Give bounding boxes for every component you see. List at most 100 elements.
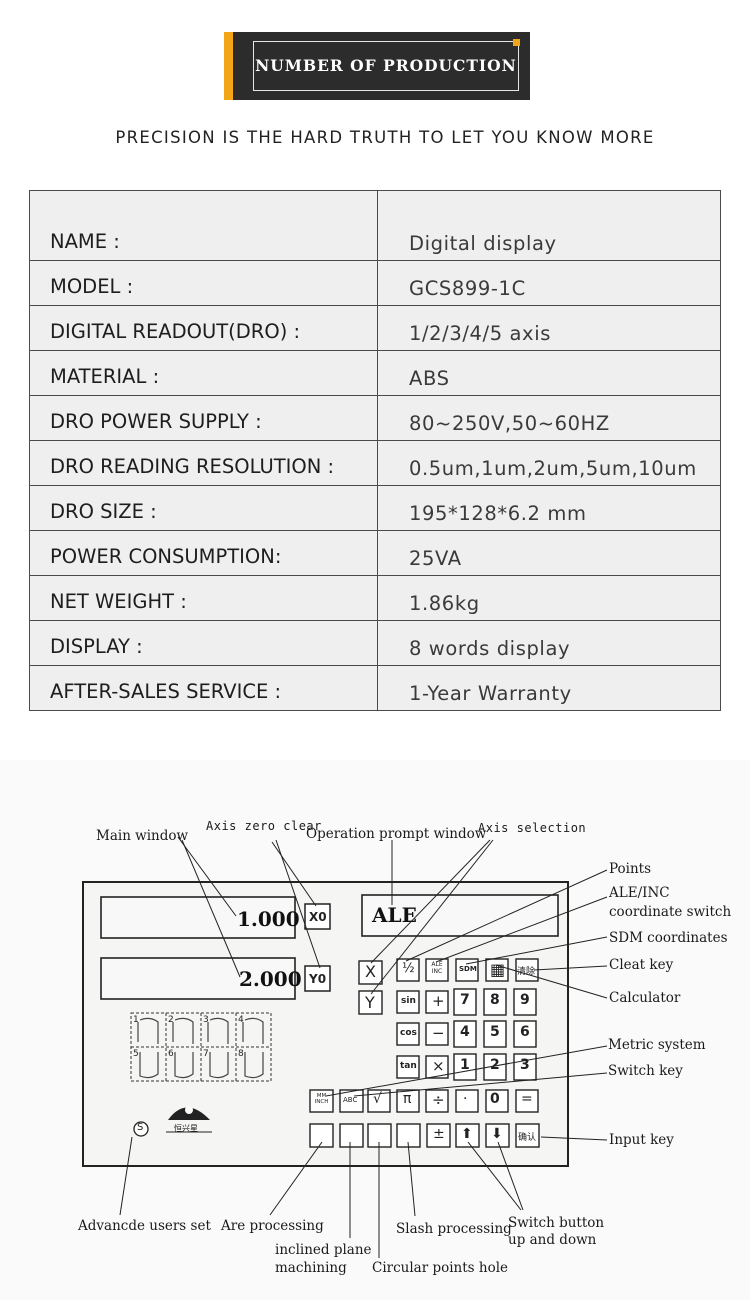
spec-key: DIGITAL READOUT(DRO) : (29, 305, 378, 351)
spec-key: NAME : (29, 190, 378, 261)
label-main-window: Main window (96, 828, 189, 844)
label-switch-button: Switch button (508, 1215, 605, 1231)
tan-key: tan (400, 1061, 417, 1071)
spec-value: Digital display (377, 190, 721, 261)
spec-value: GCS899-1C (377, 260, 721, 306)
spec-row: DRO SIZE :195*128*6.2 mm (29, 485, 721, 531)
y-zero-key: Y0 (309, 972, 327, 986)
key-6: 6 (520, 1024, 530, 1040)
ale-inc-key: ALE INC (431, 961, 443, 975)
label-points: Points (609, 861, 652, 877)
spec-key: DRO SIZE : (29, 485, 378, 531)
tagline: PRECISION IS THE HARD TRUTH TO LET YOU K… (115, 128, 655, 147)
equals-key: = (521, 1091, 533, 1107)
enter-key: 确认 (518, 1133, 537, 1143)
badge-frame (253, 41, 519, 91)
spec-key: DRO READING RESOLUTION : (29, 440, 378, 486)
pi-key: π (403, 1091, 412, 1107)
spec-key: NET WEIGHT : (29, 575, 378, 621)
dot-key: · (463, 1091, 468, 1107)
label-inclined-plane: inclined plane (275, 1242, 372, 1258)
spec-value: 80~250V,50~60HZ (377, 395, 721, 441)
clear-key: 清除 (517, 967, 536, 977)
segment-index: 3 (203, 1015, 209, 1025)
segment-index: 8 (238, 1049, 244, 1059)
key-8: 8 (490, 992, 500, 1008)
down-arrow-icon: ⬇ (491, 1126, 503, 1142)
spec-key: DRO POWER SUPPLY : (29, 395, 378, 441)
spec-value: 195*128*6.2 mm (377, 485, 721, 531)
spec-row: NET WEIGHT :1.86kg (29, 575, 721, 621)
segment-index: 6 (168, 1049, 174, 1059)
operation-prompt-text: ALE (372, 903, 417, 927)
label-ale-inc: ALE/INC (609, 885, 670, 901)
spec-row: DRO READING RESOLUTION :0.5um,1um,2um,5u… (29, 440, 721, 486)
segment-index: 1 (133, 1015, 139, 1025)
spec-row: NAME :Digital display (29, 190, 721, 261)
brand-logo-text: 恒兴星 (174, 1124, 198, 1133)
key-2: 2 (490, 1057, 500, 1073)
label-machining: machining (275, 1260, 347, 1276)
spec-key: DISPLAY : (29, 620, 378, 666)
key-4: 4 (460, 1024, 470, 1040)
y-axis-key: Y (365, 993, 375, 1012)
dro-panel-drawing (0, 760, 750, 1300)
spec-row: DIGITAL READOUT(DRO) :1/2/3/4/5 axis (29, 305, 721, 351)
key-1: 1 (460, 1057, 470, 1073)
spec-row: DISPLAY :8 words display (29, 620, 721, 666)
key-0: 0 (490, 1091, 500, 1107)
spec-table: NAME :Digital display MODEL :GCS899-1C D… (29, 190, 721, 711)
plus-key: + (432, 992, 445, 1010)
label-coordinate-switch: coordinate switch (609, 904, 732, 920)
accent-dot (513, 39, 520, 46)
label-circular-points-hole: Circular points hole (372, 1260, 509, 1276)
spec-row: POWER CONSUMPTION:25VA (29, 530, 721, 576)
spec-key: MATERIAL : (29, 350, 378, 396)
x-zero-key: X0 (309, 910, 327, 924)
sin-key: sin (401, 996, 416, 1006)
label-axis-selection: Axis selection (478, 821, 587, 835)
spec-key: MODEL : (29, 260, 378, 306)
spec-row: DRO POWER SUPPLY :80~250V,50~60HZ (29, 395, 721, 441)
x-axis-key: X (365, 962, 376, 981)
spec-key: POWER CONSUMPTION: (29, 530, 378, 576)
accent-bar (224, 32, 233, 100)
spec-row: MODEL :GCS899-1C (29, 260, 721, 306)
label-up-and-down: up and down (508, 1232, 597, 1248)
up-arrow-icon: ⬆ (461, 1126, 473, 1142)
section-title: NUMBER OF PRODUCTION (255, 56, 517, 75)
key-9: 9 (520, 992, 530, 1008)
cos-key: cos (400, 1028, 417, 1038)
label-axis-zero-clear: Axis zero clear (206, 819, 322, 833)
section-badge: NUMBER OF PRODUCTION (224, 32, 530, 100)
abc-key: ABC (343, 1096, 358, 1104)
segment-index: 4 (238, 1015, 244, 1025)
label-switch-key: Switch key (608, 1063, 683, 1079)
spec-value: 0.5um,1um,2um,5um,10um (377, 440, 721, 486)
minus-key: − (432, 1024, 445, 1042)
label-cleat-key: Cleat key (609, 957, 674, 973)
spec-row: AFTER-SALES SERVICE :1-Year Warranty (29, 665, 721, 711)
calculator-key: ▦ (490, 960, 506, 979)
times-key: × (432, 1057, 445, 1075)
label-sdm-coordinates: SDM coordinates (609, 930, 728, 946)
y-axis-readout: 2.000 (239, 967, 302, 991)
spec-value: 1/2/3/4/5 axis (377, 305, 721, 351)
mm-inch-key: MM INCH (314, 1093, 329, 1105)
x-axis-readout: 1.000 (237, 907, 300, 931)
key-3: 3 (520, 1057, 530, 1073)
label-calculator: Calculator (609, 990, 681, 1006)
plus-minus-key: ± (433, 1126, 445, 1142)
spec-value: ABS (377, 350, 721, 396)
key-7: 7 (460, 992, 470, 1008)
s-badge: S (137, 1122, 144, 1133)
label-input-key: Input key (609, 1132, 674, 1148)
half-key: ½ (402, 961, 415, 976)
label-metric-system: Metric system (608, 1037, 706, 1053)
key-5: 5 (490, 1024, 500, 1040)
sqrt-key: √ (373, 1091, 382, 1107)
label-advanced-users-set: Advancde users set (78, 1218, 211, 1234)
label-slash-processing: Slash processing (396, 1221, 512, 1237)
dro-diagram: 1.000 2.000 ALE X0 Y0 X Y ½ ALE INC SDM … (0, 760, 750, 1300)
segment-index: 7 (203, 1049, 209, 1059)
